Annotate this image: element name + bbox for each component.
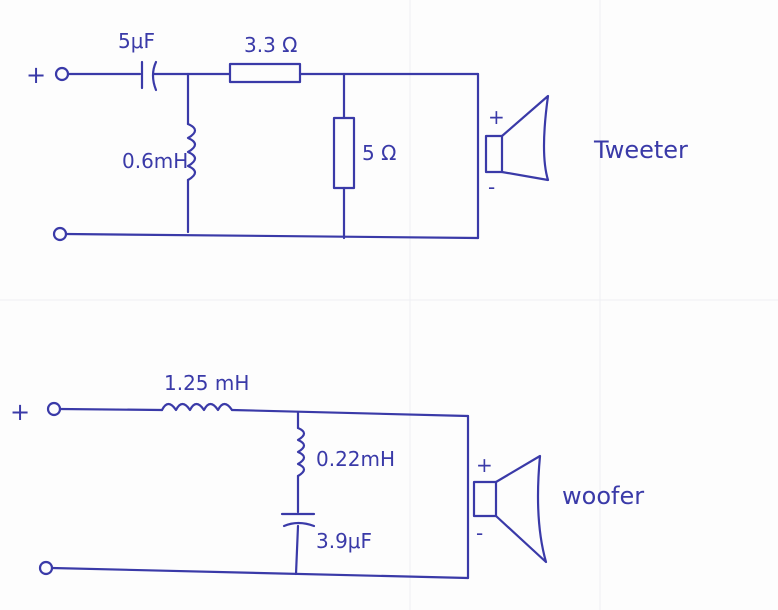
tweeter-speaker-plus: +: [488, 105, 505, 129]
tweeter-inductor: [186, 122, 197, 182]
woofer-shunt-inductor-label: 0.22mH: [316, 447, 395, 471]
tweeter-ground-terminal: [52, 226, 68, 242]
woofer-speaker-plus: +: [476, 453, 493, 477]
woofer-capacitor-label: 3.9μF: [316, 529, 372, 553]
tweeter-label: Tweeter: [593, 136, 688, 164]
woofer-circuit: + 1.25 mH 0.22mH 3.9μF + - woofer: [10, 371, 644, 580]
woofer-series-inductor-label: 1.25 mH: [164, 371, 249, 395]
woofer-top-wire-1: [58, 407, 164, 412]
tweeter-capacitor-label: 5μF: [118, 29, 155, 53]
woofer-capacitor-lead-bottom: [294, 524, 300, 576]
woofer-plus-terminal: [46, 401, 62, 417]
tweeter-bottom-wire: [64, 232, 480, 240]
woofer-speaker-icon: [472, 454, 548, 564]
woofer-plus-label: +: [10, 398, 30, 426]
woofer-series-inductor: [160, 402, 234, 412]
woofer-shunt-inductor: [296, 426, 306, 478]
tweeter-capacitor: [140, 60, 158, 92]
woofer-capacitor: [280, 512, 316, 528]
tweeter-circuit: + 5μF 3.3 Ω 0.6mH 5 Ω: [26, 29, 688, 242]
tweeter-shunt-resistor-label: 5 Ω: [362, 141, 396, 165]
tweeter-inductor-label: 0.6mH: [122, 149, 188, 173]
tweeter-series-resistor: [228, 62, 302, 84]
tweeter-speaker-icon: [484, 94, 550, 182]
woofer-top-wire-2: [230, 408, 470, 418]
woofer-ground-terminal: [38, 560, 54, 576]
tweeter-plus-terminal: [54, 66, 70, 82]
tweeter-shunt-resistor: [332, 116, 356, 190]
woofer-speaker-minus: -: [476, 521, 483, 545]
woofer-label: woofer: [562, 482, 644, 510]
tweeter-plus-label: +: [26, 61, 46, 89]
woofer-bottom-wire: [50, 566, 470, 580]
tweeter-series-resistor-label: 3.3 Ω: [244, 33, 297, 57]
tweeter-speaker-minus: -: [488, 175, 495, 199]
